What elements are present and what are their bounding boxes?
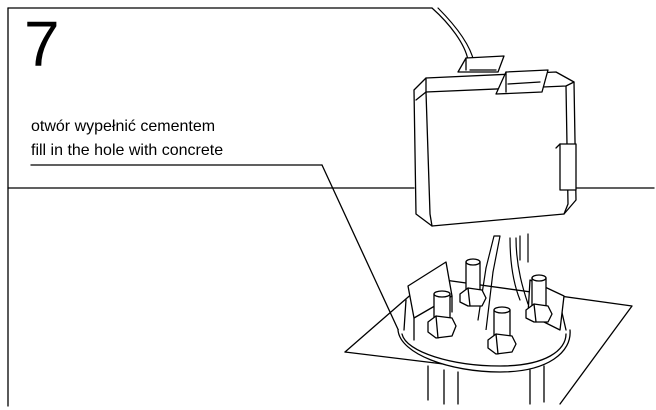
cable (431, 7, 469, 61)
caption-english: fill in the hole with concrete (31, 142, 224, 159)
caption-polish: otwór wypełnić cementem (31, 118, 216, 135)
step-number: 7 (24, 8, 60, 80)
wires (477, 233, 529, 331)
nuts (427, 287, 553, 355)
leader-line (30, 164, 403, 339)
panel-border (7, 7, 655, 407)
junction-box (413, 55, 577, 227)
